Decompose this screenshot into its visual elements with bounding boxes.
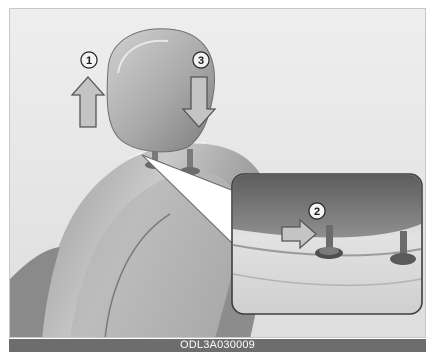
- headrest-adjustment-figure: 1 3: [9, 8, 426, 338]
- step-1-number: 1: [86, 55, 92, 67]
- headrest-illustration: 1 3: [10, 9, 426, 338]
- step-2-number: 2: [314, 206, 320, 218]
- figure-code: ODL3A030009: [9, 339, 426, 352]
- step-2-marker: 2: [309, 203, 325, 219]
- release-button-inset: 2: [232, 174, 422, 314]
- step-1-marker: 1: [81, 52, 97, 68]
- step-3-number: 3: [198, 55, 204, 67]
- step-3-marker: 3: [193, 52, 209, 68]
